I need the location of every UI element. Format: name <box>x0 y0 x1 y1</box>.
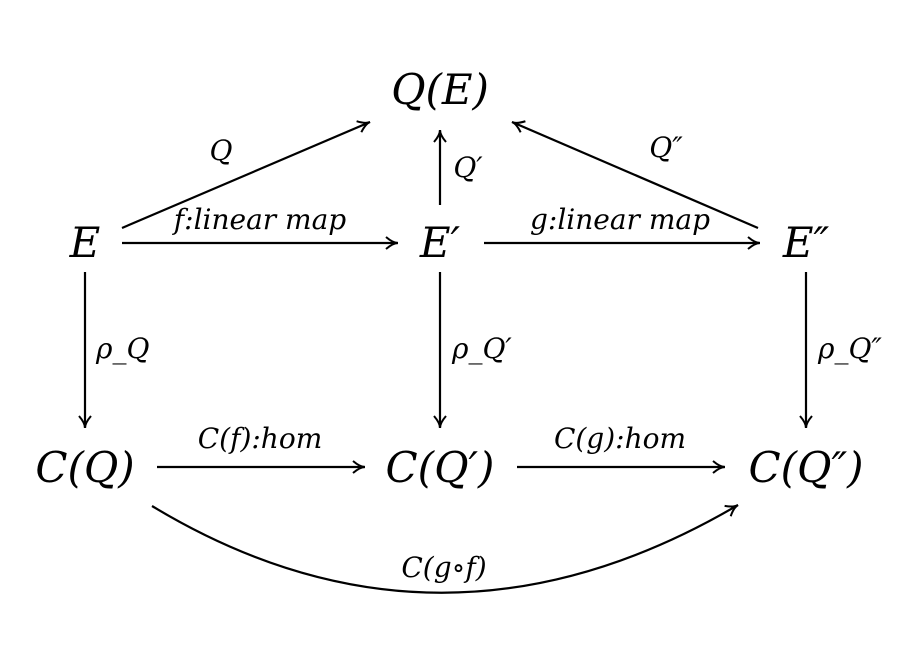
label-Q-prime: Q′ <box>453 151 483 184</box>
label-rho-Q-double-prime: ρ_Q″ <box>817 332 882 365</box>
label-Q: Q <box>210 134 233 167</box>
node-CQ: C(Q) <box>35 443 134 492</box>
node-CQ-double-prime: C(Q″) <box>748 443 863 492</box>
node-E: E <box>69 218 101 267</box>
arrow-E-to-QE <box>121 120 371 230</box>
label-C-g-circ-f: C(g∘f) <box>401 551 486 584</box>
label-Cg-hom: C(g):hom <box>554 422 686 455</box>
node-E-prime: E′ <box>419 218 461 267</box>
label-Cf-hom: C(f):hom <box>198 422 323 455</box>
label-rho-Q: ρ_Q <box>95 332 149 365</box>
node-QE: Q(E) <box>391 65 489 114</box>
node-CQ-prime: C(Q′) <box>386 443 495 492</box>
label-Q-double-prime: Q″ <box>649 131 683 164</box>
label-rho-Q-prime: ρ_Q′ <box>451 332 512 365</box>
label-g-linear-map: g:linear map <box>530 203 710 236</box>
label-f-linear-map: f:linear map <box>172 203 347 236</box>
arrow-Cgf <box>151 504 739 594</box>
arrow-E2-to-QE <box>511 120 759 230</box>
node-E-double-prime: E″ <box>782 218 830 267</box>
